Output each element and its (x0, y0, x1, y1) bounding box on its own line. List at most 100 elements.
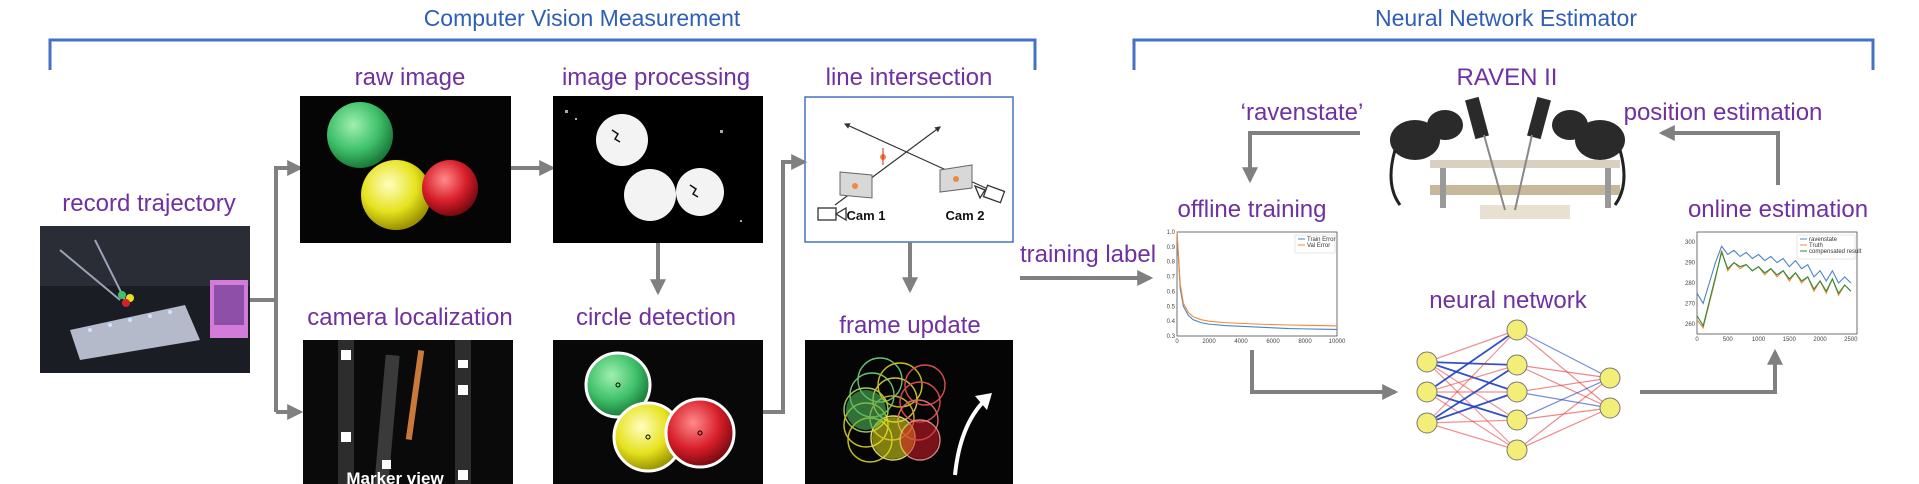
nn-node (1506, 354, 1528, 376)
arrow-ravenstate (1242, 131, 1360, 184)
label-neural-network: neural network (1429, 287, 1587, 314)
label-camera-localization: camera localization (307, 304, 512, 331)
series-line-2 (1696, 250, 1852, 328)
arrow-offline-to-network (1250, 350, 1399, 400)
nn-node (1506, 381, 1528, 403)
cam1-label: Cam 1 (846, 208, 885, 223)
nn-node (1416, 412, 1438, 434)
nn-edge (1426, 361, 1518, 421)
cv-bracket (48, 38, 1037, 70)
circle-detection-photo (553, 340, 763, 484)
cam2-label: Cam 2 (945, 208, 984, 223)
x-tick-label: 2000 (1202, 339, 1216, 345)
y-tick-label: 260 (1685, 322, 1696, 328)
x-tick-label: 10000 (1329, 339, 1346, 345)
x-tick-label: 6000 (1266, 339, 1280, 345)
nn-edge (1516, 377, 1611, 451)
label-circle-detection: circle detection (576, 304, 736, 331)
legend-entry: ravenstate (1809, 237, 1838, 243)
offline-training-chart: 0 2000 4000 6000 8000 10000 0.3 0.4 0.5 0.6 0.7 0.8… (1163, 228, 1346, 348)
y-tick-label: 290 (1685, 261, 1696, 267)
chart-plot-area (1696, 231, 1858, 335)
label-raven: RAVEN II (1457, 64, 1558, 91)
nn-edge (1516, 407, 1611, 451)
x-tick-label: 2500 (1844, 337, 1858, 343)
raven-robot-photo (1385, 95, 1630, 225)
line-intersection-diagram: Cam 1 Cam 2 (804, 96, 1014, 243)
y-tick-label: 0.8 (1167, 260, 1176, 266)
y-tick-label: 270 (1685, 301, 1696, 307)
nn-edge (1426, 391, 1518, 424)
label-ravenstate: ‘ravenstate’ (1241, 99, 1364, 126)
y-tick-label: 0.3 (1167, 334, 1176, 340)
label-training-label: training label (1020, 241, 1156, 268)
y-tick-label: 0.4 (1167, 319, 1176, 325)
series-line-0 (1176, 231, 1338, 331)
nn-edge (1426, 391, 1518, 421)
frame-update-photo (805, 340, 1013, 484)
nn-node (1416, 381, 1438, 403)
label-line-intersection: line intersection (826, 64, 993, 91)
x-tick-label: 2000 (1813, 337, 1827, 343)
nn-node (1416, 351, 1438, 373)
arrow-position-estimation (1658, 125, 1780, 185)
nn-edge (1426, 419, 1518, 424)
nn-edge (1516, 391, 1611, 409)
nn-node (1506, 319, 1528, 341)
online-estimation-chart: 0 500 1000 1500 2000 2500 260 270 280 290 300 raven… (1683, 228, 1862, 346)
nn-edge (1426, 364, 1518, 424)
y-tick-label: 300 (1685, 240, 1696, 246)
arrow-to-raw-image (274, 160, 304, 412)
x-tick-label: 1000 (1752, 337, 1766, 343)
camera-localization-photo: Marker view (303, 340, 513, 484)
series-line-0 (1696, 245, 1852, 305)
nn-edge (1516, 364, 1611, 409)
record-trajectory-photo (40, 226, 250, 373)
x-tick-label: 1500 (1783, 337, 1797, 343)
nn-edge (1516, 329, 1611, 379)
label-image-processing: image processing (562, 64, 750, 91)
label-online-estimation: online estimation (1688, 196, 1868, 223)
legend-entry: Train Error (1307, 237, 1335, 243)
image-processing-photo (553, 96, 763, 243)
neural-network-graph (1416, 319, 1621, 461)
nn-edge (1516, 329, 1611, 409)
y-tick-label: 0.7 (1167, 275, 1176, 281)
raw-image-photo (300, 96, 511, 243)
y-tick-label: 280 (1685, 281, 1696, 287)
nn-edge (1516, 377, 1611, 421)
legend-entry: Truth (1809, 243, 1823, 249)
nn-edge (1426, 329, 1518, 424)
y-tick-label: 0.6 (1167, 289, 1176, 295)
legend-entry: compensated result (1809, 249, 1862, 255)
y-tick-label: 0.9 (1167, 245, 1176, 251)
marker-view-label: Marker view (346, 469, 444, 484)
label-record-trajectory: record trajectory (62, 190, 235, 217)
label-frame-update: frame update (839, 312, 980, 339)
nn-bracket (1132, 38, 1875, 70)
label-offline-training: offline training (1178, 196, 1327, 223)
x-tick-label: 0 (1695, 337, 1699, 343)
arrow-network-to-online (1640, 348, 1783, 394)
section-title-nn: Neural Network Estimator (1375, 5, 1637, 31)
legend-entry: Val Error (1307, 243, 1330, 249)
nn-edge (1516, 364, 1611, 379)
nn-node (1506, 409, 1528, 431)
nn-edge (1426, 361, 1518, 366)
x-tick-label: 0 (1175, 339, 1179, 345)
nn-edge (1426, 422, 1518, 451)
nn-node (1599, 397, 1621, 419)
nn-edge (1516, 377, 1611, 393)
nn-node (1599, 367, 1621, 389)
label-position-estimation: position estimation (1624, 99, 1823, 126)
x-tick-label: 500 (1723, 337, 1734, 343)
nn-node (1506, 439, 1528, 461)
arrow-circle-to-intersection (763, 154, 808, 414)
section-title-cv: Computer Vision Measurement (424, 5, 741, 31)
nn-edge (1426, 329, 1518, 393)
series-line-1 (1176, 231, 1338, 327)
x-tick-label: 4000 (1234, 339, 1248, 345)
y-tick-label: 0.5 (1167, 304, 1176, 310)
x-tick-label: 8000 (1298, 339, 1312, 345)
